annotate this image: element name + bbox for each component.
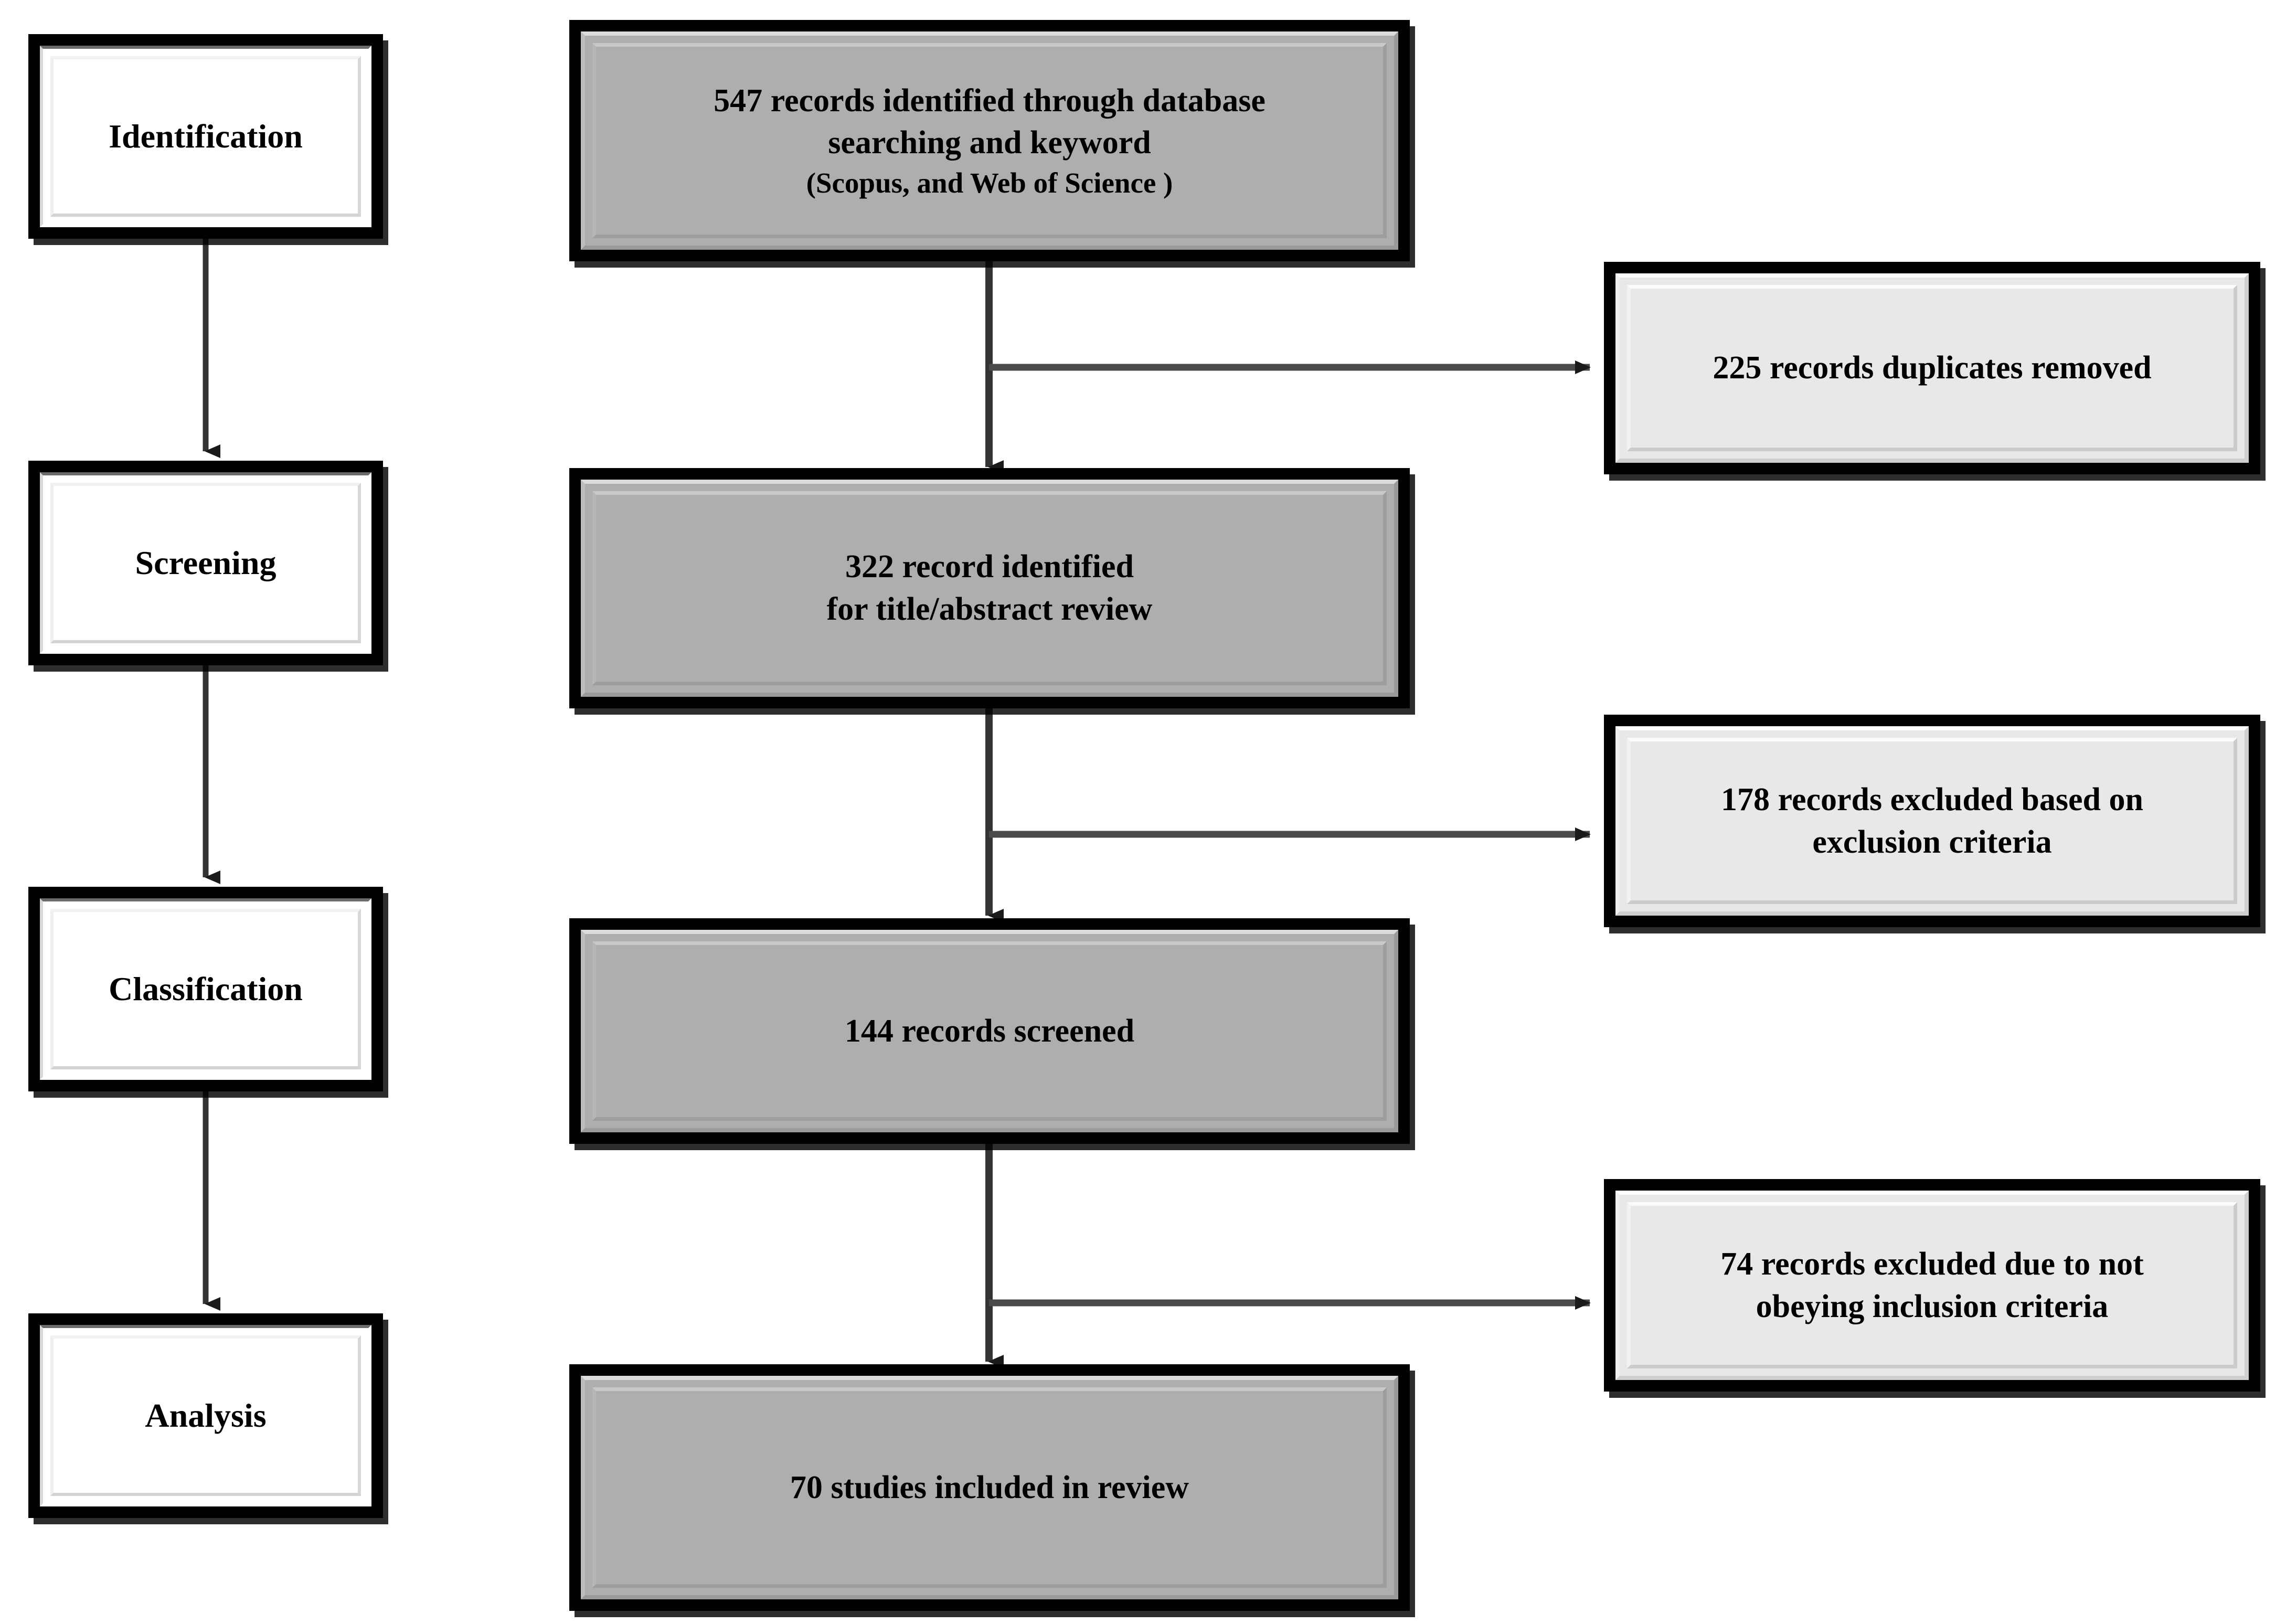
stage-label-analysis: Analysis: [145, 1397, 267, 1435]
flow-title-abstract-line1: 322 record identified: [845, 549, 1134, 585]
stage-label-screening: Screening: [135, 544, 277, 582]
flow-box-title-abstract: 322 record identified for title/abstract…: [569, 468, 1410, 708]
bevel-inner: 74 records excluded due to not obeying i…: [1627, 1202, 2237, 1368]
excluded-exclusion-criteria-line1: 178 records excluded based on: [1721, 781, 2143, 818]
stage-label-identification: Identification: [109, 118, 303, 155]
stage-box-identification: Identification: [28, 34, 383, 239]
excluded-inclusion-criteria-line2: obeying inclusion criteria: [1756, 1288, 2109, 1324]
excluded-box-duplicates: 225 records duplicates removed: [1604, 262, 2260, 474]
bevel-inner: Screening: [50, 483, 361, 643]
excluded-exclusion-criteria-line2: exclusion criteria: [1812, 824, 2052, 860]
bevel-inner: 225 records duplicates removed: [1627, 285, 2237, 451]
flow-box-screened: 144 records screened: [569, 918, 1410, 1144]
stage-box-classification: Classification: [28, 887, 383, 1091]
bevel-outer: 322 record identified for title/abstract…: [581, 480, 1398, 697]
bevel-outer: 144 records screened: [581, 930, 1398, 1132]
stage-box-screening: Screening: [28, 461, 383, 665]
flow-box-included: 70 studies included in review: [569, 1364, 1410, 1611]
bevel-outer: Classification: [40, 898, 371, 1080]
excluded-box-inclusion-criteria: 74 records excluded due to not obeying i…: [1604, 1179, 2260, 1392]
flow-identified-line1: 547 records identified through database: [714, 82, 1266, 119]
bevel-outer: 547 records identified through database …: [581, 31, 1398, 250]
bevel-inner: Classification: [50, 909, 361, 1069]
flow-identified-line3: (Scopus, and Web of Science ): [806, 166, 1173, 199]
stage-box-analysis: Analysis: [28, 1313, 383, 1518]
bevel-inner: 178 records excluded based on exclusion …: [1627, 738, 2237, 904]
flow-box-identified: 547 records identified through database …: [569, 20, 1410, 261]
bevel-outer: Analysis: [40, 1325, 371, 1506]
flow-included-line1: 70 studies included in review: [790, 1469, 1189, 1505]
bevel-outer: Identification: [40, 46, 371, 227]
bevel-inner: 144 records screened: [592, 941, 1387, 1121]
bevel-outer: 74 records excluded due to not obeying i…: [1615, 1191, 2249, 1380]
excluded-duplicates-line1: 225 records duplicates removed: [1713, 350, 2152, 386]
bevel-outer: 178 records excluded based on exclusion …: [1615, 726, 2249, 916]
bevel-inner: 322 record identified for title/abstract…: [592, 491, 1387, 685]
flow-screened-line1: 144 records screened: [844, 1013, 1135, 1049]
bevel-outer: 70 studies included in review: [581, 1376, 1398, 1599]
flow-identified-line2: searching and keyword: [828, 125, 1151, 161]
excluded-box-exclusion-criteria: 178 records excluded based on exclusion …: [1604, 715, 2260, 927]
bevel-inner: Identification: [50, 56, 361, 217]
excluded-inclusion-criteria-line1: 74 records excluded due to not: [1720, 1246, 2144, 1282]
bevel-inner: Analysis: [50, 1335, 361, 1496]
bevel-inner: 70 studies included in review: [592, 1387, 1387, 1588]
bevel-outer: Screening: [40, 472, 371, 654]
bevel-inner: 547 records identified through database …: [592, 43, 1387, 238]
flow-title-abstract-line2: for title/abstract review: [826, 591, 1153, 627]
bevel-outer: 225 records duplicates removed: [1615, 273, 2249, 463]
stage-label-classification: Classification: [109, 970, 303, 1008]
